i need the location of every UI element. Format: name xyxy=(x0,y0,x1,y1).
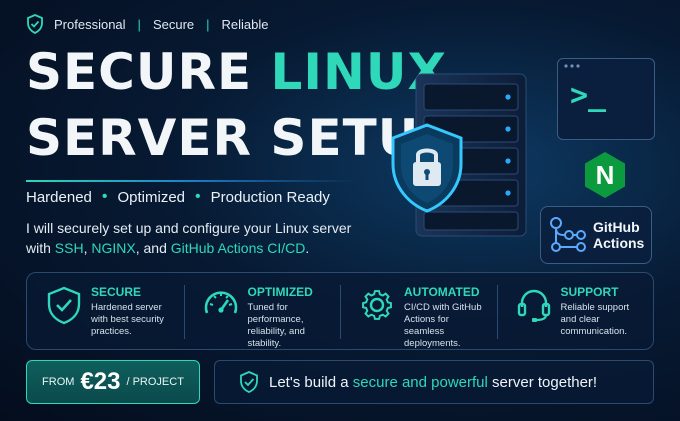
feature-desc: Hardened server with best security pract… xyxy=(91,302,164,337)
description-text: , and xyxy=(135,240,171,256)
price-unit: / PROJECT xyxy=(126,376,184,388)
description-github-actions: GitHub Actions CI/CD xyxy=(170,240,306,256)
tagline-optimized: Optimized xyxy=(117,188,186,206)
terminal-window: >_ xyxy=(557,58,655,140)
feature-title: AUTOMATED xyxy=(404,285,480,299)
github-actions-card: GitHub Actions xyxy=(540,206,652,264)
top-badge: Professional | Secure | Reliable xyxy=(26,14,269,34)
speedometer-icon xyxy=(204,291,237,314)
tagline-dot: • xyxy=(195,188,201,205)
description-text: . xyxy=(305,240,310,256)
tagline-hardened: Hardened xyxy=(26,188,92,206)
description: I will securely set up and configure you… xyxy=(26,218,366,258)
window-dots-icon xyxy=(564,64,580,68)
headline-line-2: SERVER SETUP xyxy=(26,109,457,167)
shield-check-icon xyxy=(27,14,43,34)
github-actions-icon xyxy=(550,217,586,252)
feature-automated: AUTOMATED CI/CD with GitHub Actions for … xyxy=(340,273,497,349)
shield-lock-icon xyxy=(391,123,463,213)
terminal-prompt: >_ xyxy=(570,78,607,113)
headset-icon xyxy=(517,289,550,322)
feature-desc: Reliable support and clear communication… xyxy=(560,302,630,337)
cta-text: Let's build a secure and powerful server… xyxy=(269,374,597,391)
price-from: FROM xyxy=(42,376,75,388)
headline-secure: SECURE xyxy=(26,43,271,101)
price-box: FROM €23 / PROJECT xyxy=(26,360,200,404)
features-panel: SECURE Hardened server with best securit… xyxy=(26,272,654,350)
feature-desc: Tuned for performance, reliability, and … xyxy=(247,302,305,349)
server-rack-illustration xyxy=(415,73,527,237)
cta-highlight: secure and powerful xyxy=(352,373,488,391)
feature-title: SECURE xyxy=(91,285,142,299)
actions-label: Actions xyxy=(593,235,645,251)
gear-icon xyxy=(362,290,392,320)
badge-professional: Professional xyxy=(54,16,126,32)
headline-underline xyxy=(26,180,356,182)
nginx-letter: N xyxy=(595,160,615,190)
price-amount: €23 xyxy=(80,368,121,395)
badge-secure: Secure xyxy=(152,16,195,32)
github-label: GitHub xyxy=(593,219,640,235)
shield-check-icon xyxy=(240,371,258,393)
tagline-dot: • xyxy=(101,188,108,205)
nginx-logo: N xyxy=(580,150,630,200)
description-ssh: SSH xyxy=(54,240,84,256)
feature-support: SUPPORT Reliable support and clear commu… xyxy=(496,273,654,349)
cta-part: Let's build a xyxy=(269,373,353,391)
description-nginx: NGINX xyxy=(91,240,136,256)
call-to-action: Let's build a secure and powerful server… xyxy=(214,360,654,404)
feature-title: OPTIMIZED xyxy=(247,285,313,299)
badge-separator: | xyxy=(206,16,210,32)
description-text: , xyxy=(83,240,92,256)
badge-reliable: Reliable xyxy=(221,16,269,32)
tagline-production-ready: Production Ready xyxy=(210,188,330,206)
tagline: Hardened • Optimized • Production Ready xyxy=(26,188,330,206)
nginx-hexagon-icon xyxy=(585,152,625,198)
feature-title: SUPPORT xyxy=(560,285,619,299)
description-text: I will securely set up and configure you… xyxy=(26,220,352,256)
feature-desc: CI/CD with GitHub Actions for seamless d… xyxy=(404,302,482,349)
badge-separator: | xyxy=(137,16,141,32)
shield-check-icon xyxy=(47,286,81,325)
cta-part: server together! xyxy=(487,373,598,391)
feature-secure: SECURE Hardened server with best securit… xyxy=(27,273,184,349)
headline-line-1: SECURE LINUX xyxy=(26,44,447,100)
feature-optimized: OPTIMIZED Tuned for performance, reliabi… xyxy=(183,273,341,349)
